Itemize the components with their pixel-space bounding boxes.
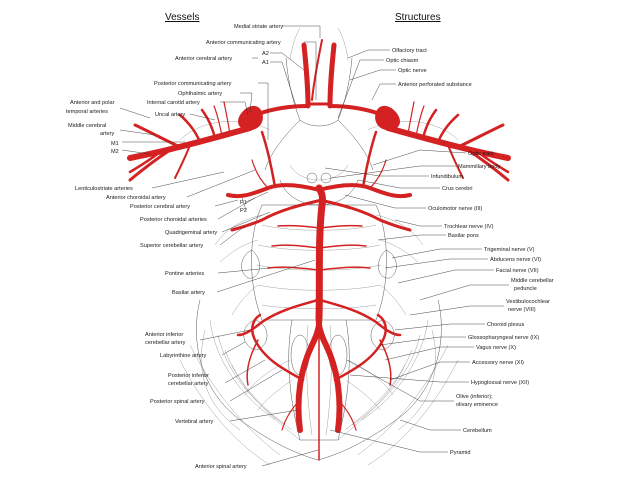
right-vertebral-artery: [315, 315, 343, 433]
left-pcom: [260, 130, 277, 189]
label-accessory-nerve: Accessory nerve (XI): [472, 360, 524, 366]
arterial-system: [127, 39, 511, 461]
label-internal-carotid-artery: Internal carotid artery: [147, 100, 200, 106]
vessel-leader-lines: [119, 25, 321, 467]
right-aca-a2: [327, 42, 337, 109]
right-ica: [375, 105, 400, 131]
left-pica: [251, 313, 305, 382]
label-pica-2: cerebellar artery: [168, 381, 209, 387]
vessels-header: Vessels: [165, 12, 199, 23]
label-a1: A1: [262, 60, 269, 66]
label-p2: P2: [240, 208, 247, 214]
label-medial-striate-artery: Medial striate artery: [234, 24, 283, 30]
label-olfactory-tract: Olfactory tract: [392, 48, 427, 54]
left-pca: [226, 183, 321, 199]
label-a2: A2: [262, 51, 269, 57]
label-cerebellum: Cerebellum: [463, 428, 492, 434]
label-olive-1: Olive (inferior);: [456, 394, 493, 400]
label-trochlear-nerve: Trochlear nerve (IV): [444, 224, 494, 230]
label-hypoglossal-nerve: Hypoglossal nerve (XII): [471, 380, 529, 386]
label-ophthalmic-artery: Ophthalmic artery: [178, 91, 222, 97]
label-pontine-arteries: Pontine arteries: [165, 271, 204, 277]
right-aica: [318, 298, 402, 337]
label-anterior-perforated-substance: Anterior perforated substance: [398, 82, 472, 88]
right-mca: [385, 125, 511, 161]
right-sca: [318, 198, 412, 232]
left-vertebral-artery: [295, 315, 323, 433]
label-quadrigeminal-artery: Quadrigeminal artery: [165, 230, 217, 236]
right-pca: [317, 183, 412, 199]
label-basilar-pons: Basilar pons: [448, 233, 479, 239]
label-crus-cerebri: Crus cerebri: [442, 186, 472, 192]
label-middle-cerebral-2: artery: [100, 131, 115, 137]
label-vestibulocochlear-2: nerve (VIII): [508, 307, 536, 313]
structure-leader-lines: [324, 49, 509, 453]
left-aca-a2: [301, 42, 311, 109]
label-vertebral-artery: Vertebral artery: [175, 419, 213, 425]
label-aica-2: cerebellar artery: [145, 340, 186, 346]
left-sca: [230, 198, 324, 232]
label-olive-2: olivary eminence: [456, 402, 498, 408]
label-anterior-choroidal-artery: Anterior choroidal artery: [106, 195, 166, 201]
label-pica-1: Posterior inferior: [168, 373, 209, 379]
label-vestibulocochlear-1: Vestibulocochlear: [506, 299, 550, 305]
label-aica-1: Anterior inferior: [145, 332, 183, 338]
label-anterior-polar-temporal-2: temporal arteries: [66, 109, 108, 115]
label-superior-cerebellar-artery: Superior cerebellar artery: [140, 243, 203, 249]
label-trigeminal-nerve: Trigeminal nerve (V): [484, 247, 535, 253]
left-mca: [127, 125, 253, 161]
label-middle-cerebral-1: Middle cerebral: [68, 123, 106, 129]
label-optic-nerve: Optic nerve: [398, 68, 427, 74]
label-m1: M1: [111, 141, 119, 147]
label-posterior-choroidal-arteries: Posterior choroidal arteries: [140, 217, 207, 223]
label-mammillary-body: Mammillary body: [458, 164, 500, 170]
label-labyrinthine-artery: Labyrinthine artery: [160, 353, 207, 359]
label-infundibulum: Infundibulum: [431, 174, 463, 180]
structures-header: Structures: [395, 12, 441, 23]
label-oculomotor-nerve: Oculomotor nerve (III): [428, 206, 483, 212]
structure-labels: Olfactory tract Optic chiasm Optic nerve…: [386, 48, 554, 456]
label-anterior-cerebral-artery: Anterior cerebral artery: [175, 56, 232, 62]
right-pica: [333, 313, 387, 382]
label-middle-cerebellar-2: peduncle: [514, 286, 537, 292]
left-aca-a1: [256, 104, 310, 116]
right-pcom: [361, 130, 378, 189]
label-posterior-cerebral-artery: Posterior cerebral artery: [130, 204, 190, 210]
left-aica: [236, 298, 320, 337]
label-p1: P1: [240, 200, 247, 206]
label-m2: M2: [111, 149, 119, 155]
label-posterior-communicating-artery: Posterior communicating artery: [154, 81, 232, 87]
label-anterior-spinal-artery: Anterior spinal artery: [195, 464, 247, 470]
right-aca-a1: [328, 104, 382, 116]
label-vagus-nerve: Vagus nerve (X): [476, 345, 516, 351]
label-optic-chiasm: Optic chiasm: [386, 58, 419, 64]
label-optic-tract: Optic tract: [468, 151, 494, 157]
label-facial-nerve: Facial nerve (VII): [496, 268, 539, 274]
label-choroid-plexus: Choroid plexus: [487, 322, 525, 328]
left-ica: [238, 105, 263, 131]
label-middle-cerebellar-1: Middle cerebellar: [511, 278, 554, 284]
basilar-artery: [315, 184, 327, 322]
medial-striate-artery: [311, 39, 323, 101]
label-posterior-spinal-artery: Posterior spinal artery: [150, 399, 205, 405]
label-glossopharyngeal-nerve: Glossopharyngeal nerve (IX): [468, 335, 539, 341]
label-anterior-communicating-artery: Anterior communicating artery: [206, 40, 281, 46]
label-uncal-artery: Uncal artery: [155, 112, 185, 118]
label-basilar-artery: Basilar artery: [172, 290, 205, 296]
label-pyramid: Pyramid: [450, 450, 471, 456]
vessel-labels: Medial striate artery Anterior communica…: [66, 24, 283, 470]
label-abducens-nerve: Abducens nerve (VI): [490, 257, 541, 263]
label-lenticulostriate-arteries: Lenticulostriate arteries: [75, 186, 133, 192]
label-anterior-polar-temporal-1: Anterior and polar: [70, 100, 115, 106]
